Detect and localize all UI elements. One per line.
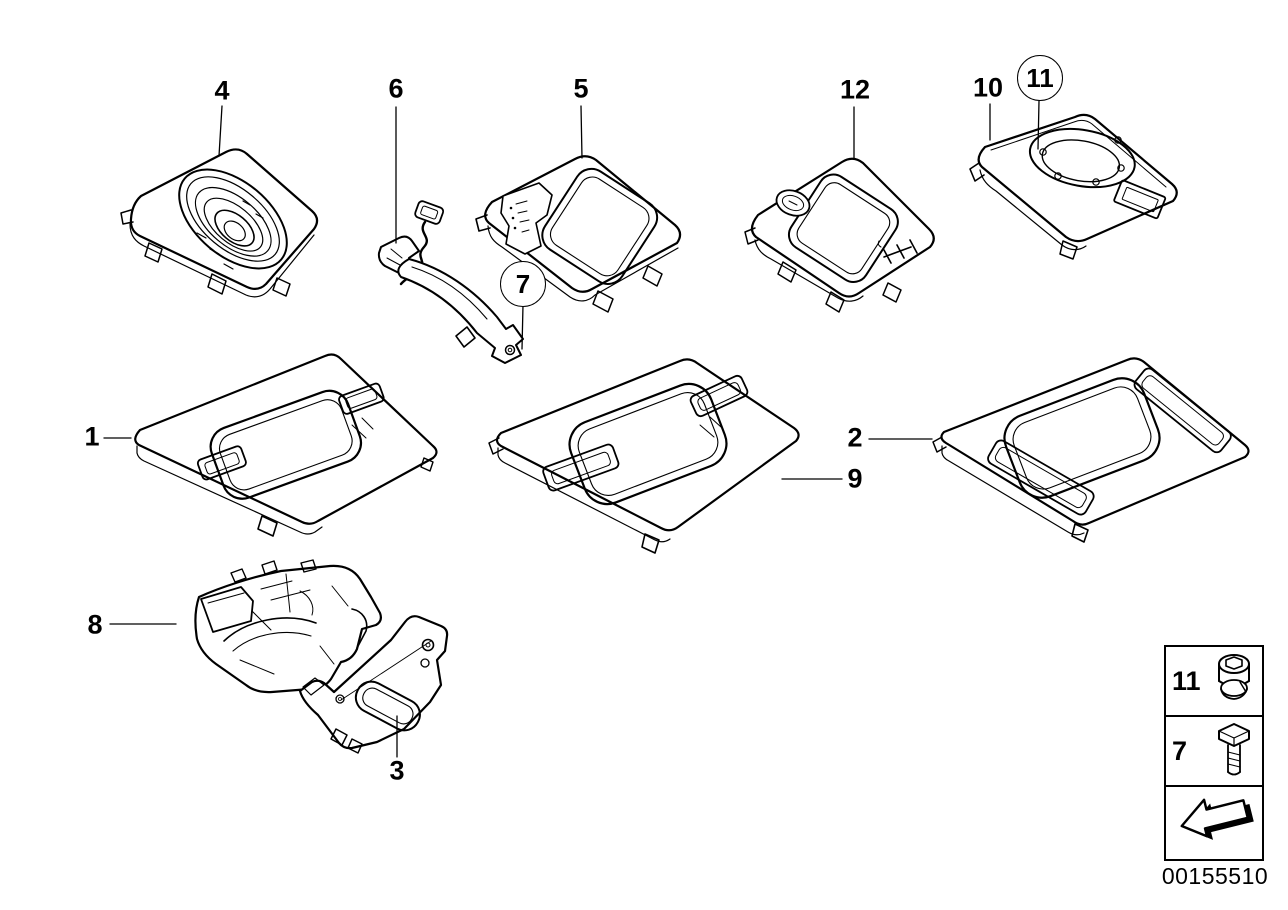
part-8-console-carrier-drawing[interactable] — [194, 559, 382, 694]
part-2-console-trim-panel-drawing[interactable] — [932, 357, 1250, 543]
legend-view-direction-cell — [1166, 787, 1262, 855]
part-5-gear-selector-trim-drawing[interactable] — [475, 155, 682, 313]
part-1-console-trim-panel-drawing[interactable] — [134, 353, 438, 537]
callout-part-7[interactable]: 7 — [500, 261, 546, 307]
callout-part-6[interactable]: 6 — [386, 73, 406, 104]
legend-item-11[interactable]: 11 — [1166, 647, 1262, 717]
part-10-shift-boot-frame-drawing[interactable] — [969, 113, 1178, 260]
legend-item-7[interactable]: 7 — [1166, 717, 1262, 787]
part-9-console-trim-panel-drawing[interactable] — [488, 358, 800, 554]
part-4-shift-gate-cover-drawing[interactable] — [120, 148, 319, 298]
part-12-gear-selector-trim-drawing[interactable] — [744, 157, 935, 313]
part-3-mounting-bracket-drawing[interactable] — [298, 615, 449, 754]
legend-item-11-label: 11 — [1172, 665, 1201, 696]
callout-part-5[interactable]: 5 — [571, 73, 591, 104]
legend-box: 11 7 — [1164, 645, 1264, 861]
callout-part-11[interactable]: 11 — [1017, 55, 1063, 101]
cap-nut-icon — [1212, 650, 1256, 713]
callout-part-10[interactable]: 10 — [970, 72, 1006, 103]
callout-part-4[interactable]: 4 — [212, 75, 232, 106]
hex-bolt-icon — [1212, 720, 1256, 783]
callout-part-2[interactable]: 2 — [845, 422, 865, 453]
callout-part-3[interactable]: 3 — [387, 755, 407, 786]
callout-part-9[interactable]: 9 — [845, 463, 865, 494]
part-6-wiring-bracket-drawing[interactable] — [377, 200, 524, 364]
drawing-number: 00155510 — [1161, 863, 1269, 889]
direction-arrow-icon — [1171, 789, 1257, 854]
callout-part-12[interactable]: 12 — [837, 74, 873, 105]
callout-part-8[interactable]: 8 — [85, 609, 105, 640]
callout-part-1[interactable]: 1 — [82, 421, 102, 452]
legend-item-7-label: 7 — [1172, 735, 1188, 766]
leader-lines — [103, 100, 1040, 758]
